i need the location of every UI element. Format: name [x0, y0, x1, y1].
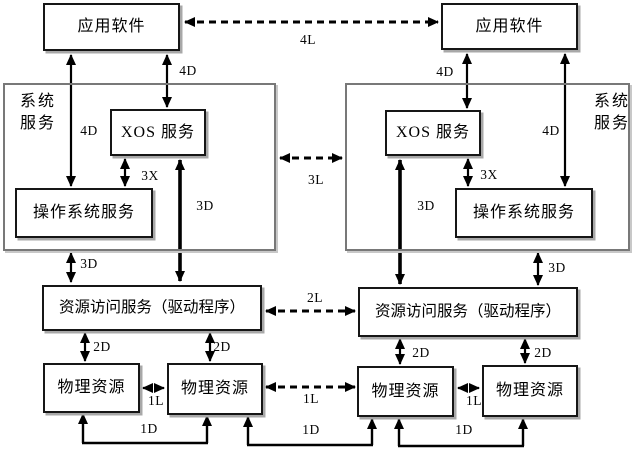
edge-label-1l-mid: 1L — [303, 391, 319, 406]
edge-label-3d-left-thick: 3D — [196, 198, 214, 213]
edge-label-3x-right: 3X — [480, 167, 498, 182]
box-physical-resource-3: 物理资源 — [357, 366, 454, 417]
edge-label-3d-left-vertical: 3D — [80, 256, 98, 271]
edge-label-4l: 4L — [300, 32, 316, 47]
box-physical-resource-1: 物理资源 — [43, 363, 140, 413]
edge-label-2l: 2L — [307, 290, 323, 305]
sys-right-line2: 服务 — [594, 115, 631, 132]
edge-label-4d-right-os: 4D — [542, 123, 560, 138]
edge-label-2d-left-a: 2D — [93, 339, 111, 354]
box-os-service-right: 操作系统服务 — [455, 188, 593, 238]
edge-label-3d-right-thick: 3D — [417, 198, 435, 213]
edge-label-1d-mid: 1D — [302, 422, 320, 437]
sys-left-line1: 系统 — [20, 93, 57, 110]
edge-label-3x-left: 3X — [141, 168, 159, 183]
thick-arrows — [175, 159, 405, 285]
box-label: 物理资源 — [180, 380, 249, 398]
solid-arrows — [66, 53, 570, 365]
sys-left-line2: 服务 — [20, 115, 57, 132]
box-xos-service-right: XOS 服务 — [385, 110, 481, 156]
edge-label-3l: 3L — [308, 172, 324, 187]
dashed-link-arrows — [184, 17, 439, 392]
edge-label-1l-left: 1L — [148, 393, 164, 408]
edge-label-3d-right-vertical: 3D — [548, 260, 566, 275]
box-label: 应用软件 — [475, 17, 544, 35]
box-label: 操作系统服务 — [32, 204, 135, 222]
bottom-bus-connectors — [78, 413, 528, 448]
box-physical-resource-2: 物理资源 — [167, 363, 263, 415]
edge-label-2d-left-b: 2D — [213, 339, 231, 354]
container-system-services-left — [3, 83, 276, 251]
box-label: 资源访问服务（驱动程序） — [58, 298, 245, 316]
box-label: XOS 服务 — [120, 123, 195, 141]
box-resource-access-service-right: 资源访问服务（驱动程序） — [358, 287, 578, 337]
box-physical-resource-4: 物理资源 — [482, 365, 578, 417]
sys-right-line1: 系统 — [594, 93, 631, 110]
box-label: 资源访问服务（驱动程序） — [374, 302, 561, 320]
box-label: 物理资源 — [495, 382, 564, 400]
edge-label-1d-left: 1D — [140, 421, 158, 436]
edge-label-1l-right: 1L — [466, 393, 482, 408]
system-services-label-right: 系统服务 — [594, 91, 630, 135]
box-label: 操作系统服务 — [472, 204, 575, 222]
box-resource-access-service-left: 资源访问服务（驱动程序） — [42, 285, 262, 331]
box-label: 物理资源 — [57, 379, 126, 397]
edge-label-4d-right-xos: 4D — [436, 64, 454, 79]
system-services-label-left: 系统服务 — [20, 91, 56, 135]
edge-label-2d-right-a: 2D — [412, 345, 430, 360]
box-application-software-right: 应用软件 — [441, 3, 578, 50]
box-label: 应用软件 — [77, 18, 146, 36]
box-label: 物理资源 — [371, 382, 440, 400]
edge-label-1d-right: 1D — [455, 422, 473, 437]
box-label: XOS 服务 — [395, 124, 470, 142]
box-os-service-left: 操作系统服务 — [15, 188, 153, 238]
box-application-software-left: 应用软件 — [43, 3, 180, 51]
edge-label-2d-right-b: 2D — [534, 345, 552, 360]
container-system-services-right — [345, 83, 630, 251]
edge-label-4d-left-xos: 4D — [179, 63, 197, 78]
edge-label-4d-left-os: 4D — [80, 123, 98, 138]
box-xos-service-left: XOS 服务 — [110, 109, 206, 156]
